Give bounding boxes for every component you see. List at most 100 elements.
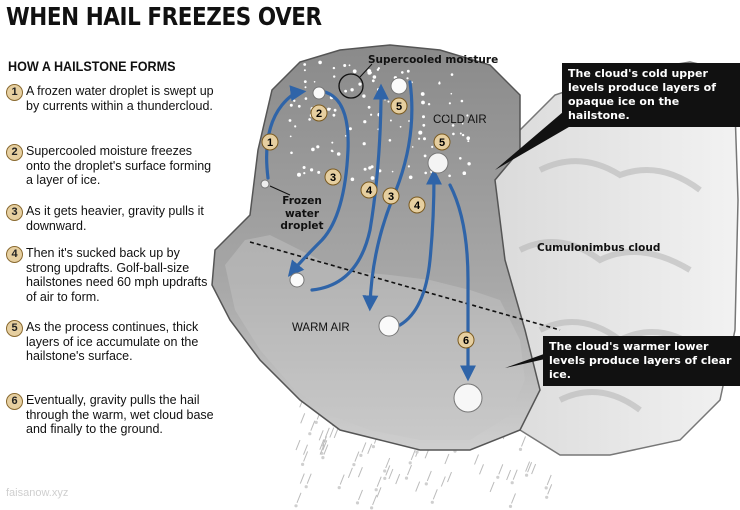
label-frozen-droplet: Frozen water droplet (280, 195, 324, 232)
moisture-dot (303, 172, 306, 175)
moisture-dot (372, 75, 377, 79)
hail-pellet (355, 501, 360, 505)
rain-streak (388, 468, 394, 480)
moisture-dot (391, 170, 394, 173)
moisture-dot (370, 176, 375, 180)
callout-upper: The cloud's cold upper levels produce la… (562, 63, 740, 127)
moisture-dot (427, 103, 431, 106)
marker-number: 2 (316, 108, 322, 120)
hail-pellet (496, 475, 500, 479)
moisture-dot (316, 145, 320, 149)
hail-pellet (314, 420, 318, 424)
moisture-dot (387, 100, 390, 103)
rain-streak (395, 473, 401, 485)
marker-m3b: 3 (382, 187, 400, 205)
rain-streak (333, 427, 339, 439)
rain-streak (329, 427, 335, 438)
hail-pellet (301, 462, 305, 466)
rain-streak (299, 473, 305, 484)
moisture-dot (332, 113, 336, 117)
step-text: Eventually, gravity pulls the hail throu… (26, 393, 214, 436)
rain-streak (531, 463, 537, 475)
rain-streak (310, 420, 316, 431)
hail-pellet (370, 506, 374, 510)
moisture-dot (384, 99, 386, 101)
rain-streak (319, 444, 325, 455)
hail-pellet (525, 473, 529, 477)
hail-pellet (544, 486, 548, 490)
hail-pellet (371, 445, 375, 449)
hail-pellet (337, 486, 341, 490)
moisture-dot (344, 135, 347, 137)
rain-streak (306, 473, 312, 484)
rain-streak (358, 489, 363, 501)
moisture-dot (331, 141, 334, 144)
hail-pellet (352, 463, 356, 467)
hail-pellet (430, 500, 434, 504)
hail-pellet (545, 495, 549, 499)
moisture-dot (424, 171, 428, 175)
moisture-dot (318, 60, 322, 65)
moisture-dot (303, 69, 306, 72)
moisture-dot (418, 137, 421, 140)
moisture-dot (329, 108, 332, 110)
marker-number: 5 (439, 137, 445, 149)
hail-pellet (294, 504, 298, 508)
moisture-dot (376, 68, 380, 71)
moisture-dot (399, 125, 402, 128)
moisture-dot (350, 88, 354, 92)
moisture-dot (303, 63, 307, 66)
moisture-dot (418, 130, 423, 135)
rain-streak (426, 470, 432, 482)
moisture-dot (343, 64, 347, 67)
moisture-dot (448, 174, 451, 178)
moisture-dot (444, 114, 447, 116)
moisture-dot (304, 97, 308, 100)
marker-m2: 2 (310, 104, 328, 122)
moisture-dot (297, 104, 301, 108)
moisture-dot (461, 133, 465, 137)
moisture-dot (461, 122, 464, 125)
moisture-dot (431, 145, 434, 148)
moisture-dot (310, 168, 314, 172)
rain-streak (376, 487, 382, 498)
moisture-dot (317, 170, 321, 174)
moisture-dot (448, 102, 451, 105)
label-warm-air: WARM AIR (292, 322, 350, 334)
hailstone-small (312, 86, 326, 100)
moisture-dot (293, 99, 296, 103)
moisture-dot (344, 89, 347, 93)
hail-pellet (415, 450, 419, 454)
moisture-dot (303, 80, 307, 83)
moisture-dot (294, 125, 297, 128)
rain-streak (354, 451, 360, 462)
rain-streak (521, 436, 526, 447)
moisture-dot (358, 82, 362, 86)
rain-streak (322, 436, 327, 447)
hailstone-cold (427, 152, 449, 174)
moisture-dot (368, 166, 372, 170)
step-number: 2 (6, 144, 23, 161)
moisture-dot (452, 132, 455, 136)
rain-streak (361, 442, 367, 453)
rain-streak (347, 467, 353, 478)
marker-number: 4 (414, 200, 421, 212)
moisture-dot (304, 86, 307, 89)
moisture-dot (422, 115, 425, 119)
rain-streak (432, 489, 438, 500)
moisture-dot (302, 166, 306, 169)
hailstone-top (390, 77, 408, 95)
moisture-dot (290, 151, 293, 155)
rain-streak (527, 462, 533, 473)
moisture-dot (362, 94, 366, 98)
rain-streak (440, 476, 446, 487)
moisture-dot (408, 120, 410, 122)
label-cumulonimbus: Cumulonimbus cloud (537, 242, 661, 254)
moisture-dot (297, 172, 301, 177)
moisture-dot (289, 103, 293, 107)
moisture-dot (362, 142, 366, 146)
marker-number: 4 (366, 185, 373, 197)
arrow-path-3 (287, 90, 350, 277)
moisture-dot (466, 114, 469, 117)
moisture-dot (327, 107, 331, 111)
